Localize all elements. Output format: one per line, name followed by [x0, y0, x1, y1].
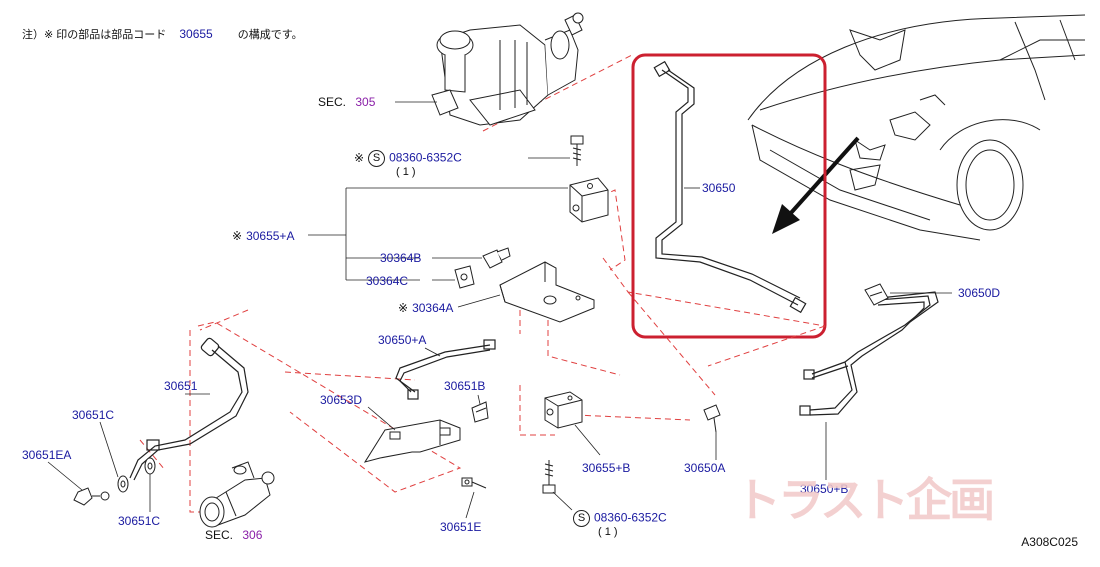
bracket-30364a [499, 261, 595, 323]
washer-30651c-top [117, 475, 129, 493]
label-30655a[interactable]: ※30655+A [232, 229, 294, 243]
shop-watermark: トラスト企画 [735, 473, 995, 527]
leader-30651ea [47, 461, 83, 491]
asterisk-mark: ※ [232, 229, 243, 243]
vehicle-outline [747, 14, 1086, 241]
junction-block-30655a [569, 177, 609, 223]
clip-30651ea [73, 487, 110, 506]
diagram-code: A308C025 [1021, 535, 1078, 549]
leader-30364a [457, 294, 501, 308]
label-30651e[interactable]: 30651E [440, 520, 482, 534]
bolt-top-qty: ( 1 ) [396, 166, 416, 178]
pipe-30650b-plus [799, 291, 939, 416]
operating-cylinder [199, 461, 275, 528]
label-30655b[interactable]: 30655+B [582, 461, 631, 475]
bolt-bottom [542, 460, 556, 494]
standard-part-icon: S [368, 150, 386, 167]
sec-number: 306 [242, 528, 263, 542]
note-suffix: の構成です。 [237, 29, 303, 41]
clip-30364c [454, 265, 475, 289]
label-30650b-plus[interactable]: 30650+B [800, 482, 849, 496]
note-prefix: 注）※ 印の部品は部品コード [22, 29, 167, 41]
sec-prefix: SEC. [205, 528, 234, 542]
washer-30651c-bottom [144, 457, 156, 475]
label-30651ea[interactable]: 30651EA [22, 448, 72, 462]
standard-part-icon: S [573, 510, 590, 527]
pipe-30650a-plus [395, 339, 496, 400]
header-note: 注）※ 印の部品は部品コード 30655 の構成です。 [22, 26, 303, 42]
bracket-30653d [363, 419, 461, 463]
label-30651[interactable]: 30651 [164, 379, 198, 393]
bolt-bottom-qty: ( 1 ) [598, 526, 618, 538]
fitting-30364b [482, 247, 511, 269]
sec-prefix: SEC. [318, 95, 347, 109]
clutch-pipe-30650 [653, 60, 807, 314]
leader-30655b [574, 424, 601, 456]
hose-30651 [129, 337, 249, 481]
asterisk-mark: ※ [398, 301, 409, 315]
label-30650a[interactable]: 30650A [684, 461, 726, 475]
highlight-frame [631, 53, 827, 339]
leader-30653d [367, 406, 396, 431]
bolt-bottom-part-number: 08360-6352C [594, 510, 667, 525]
leader-30650a-plus [424, 347, 441, 357]
sec-306-callout[interactable]: SEC. 306 [205, 528, 262, 542]
sec-number: 305 [355, 95, 376, 109]
label-30650[interactable]: 30650 [702, 181, 736, 195]
bolt-top [570, 135, 584, 166]
leader-30651e [465, 491, 475, 519]
location-arrow-icon [772, 136, 860, 234]
bolt-top-part-number: 08360-6352C [389, 150, 462, 165]
master-cylinder [431, 12, 584, 126]
label-30651b[interactable]: 30651B [444, 379, 486, 393]
connector-30655b [544, 391, 583, 429]
bolt-30650a [703, 404, 721, 433]
label-bolt-bottom[interactable]: S 08360-6352C [573, 510, 667, 527]
label-30364c[interactable]: 30364C [366, 274, 409, 288]
leader-30651c-top [99, 421, 119, 478]
clip-30651b [471, 401, 489, 423]
asterisk-mark: ※ [354, 150, 365, 165]
label-30650a-plus[interactable]: 30650+A [378, 333, 427, 347]
leader-bolt-bottom [552, 491, 573, 511]
phantom-lines [139, 54, 826, 513]
bolt-30651e [461, 477, 487, 489]
label-30651c-top[interactable]: 30651C [72, 408, 115, 422]
part-number: 30364A [412, 301, 454, 315]
part-number: 30655+A [246, 229, 295, 243]
label-30651c-bottom[interactable]: 30651C [118, 514, 161, 528]
leader-30651b [477, 394, 481, 405]
label-30364b[interactable]: 30364B [380, 251, 422, 265]
assembly-bracket-lines [308, 187, 568, 281]
label-30650d[interactable]: 30650D [958, 286, 1001, 300]
note-part-code[interactable]: 30655 [179, 27, 213, 41]
label-30364a[interactable]: ※30364A [398, 301, 453, 315]
clip-30650d [864, 283, 889, 306]
label-30653d[interactable]: 30653D [320, 393, 363, 407]
sec-305-callout[interactable]: SEC. 305 [318, 95, 375, 109]
